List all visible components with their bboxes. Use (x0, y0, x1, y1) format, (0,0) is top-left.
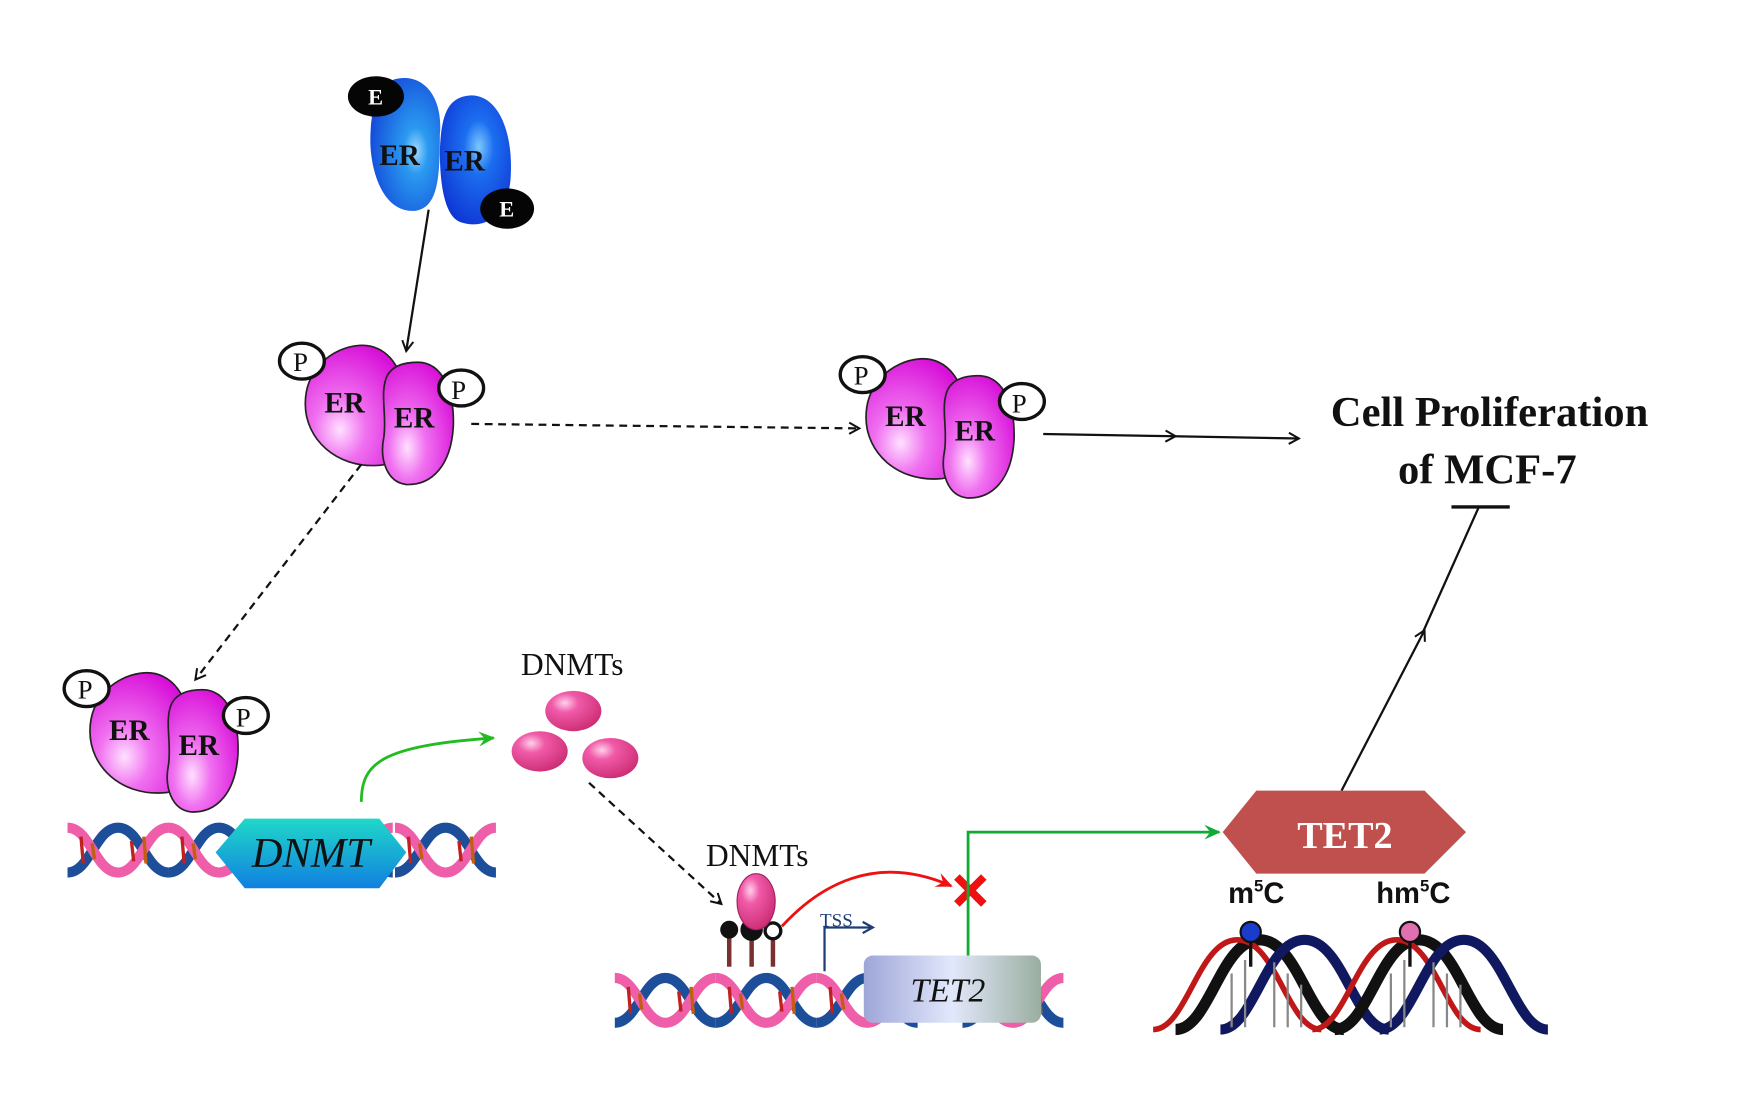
phosphate-mark (437, 368, 486, 408)
phosphate-mark (62, 668, 111, 709)
estrogen-label: E (499, 196, 514, 221)
er-label: ER (955, 416, 996, 448)
dnmts-bound-label: DNMTs (706, 838, 808, 873)
er-label: ER (109, 715, 150, 747)
outcome-line-1: Cell Proliferation (1331, 389, 1649, 436)
phosphate-label: P (854, 361, 869, 391)
tet2-protein-label: TET2 (1297, 815, 1392, 857)
hm5c-label: hm5C (1376, 877, 1450, 910)
m5c-ball (1239, 920, 1262, 944)
arrow-repression (780, 870, 953, 928)
tet2-gene-label: TET2 (911, 972, 986, 1009)
arrow-dashed (588, 781, 723, 906)
estrogen-ligand (480, 188, 535, 229)
arrow-dashed (471, 421, 862, 435)
phosphate-mark (277, 341, 327, 381)
er-subunit-right (942, 374, 1015, 499)
estrogen-label: E (368, 84, 383, 109)
phosphate-label: P (78, 675, 93, 705)
dnmts-free: DNMTs (511, 647, 639, 779)
er-subunit-right (381, 361, 455, 486)
tet2-protein: TET2 (1222, 790, 1467, 874)
arrow-activation-to-outcome (1043, 429, 1301, 445)
arrow-expression (359, 731, 496, 802)
arrow-activation (401, 209, 430, 354)
dnmt-gene-box (215, 818, 407, 889)
phosphate-label: P (451, 375, 466, 405)
er-label: ER (444, 145, 485, 177)
phosphate-mark (221, 695, 270, 736)
dnmt-gene-dna: DNMT (68, 818, 496, 889)
phosphate-label: P (1012, 389, 1027, 419)
dnmt-protein (545, 690, 602, 732)
tet2-gene-box (863, 955, 1041, 1023)
er-label: ER (179, 730, 220, 762)
unmethylated-cpg (763, 921, 783, 941)
m5c-label: m5C (1228, 877, 1284, 910)
tss-label: TSS (820, 910, 853, 931)
hm5c-ball (1398, 920, 1422, 944)
outcome-label: Cell Proliferation of MCF-7 (1331, 389, 1649, 493)
arrow-inhibition-to-outcome (1340, 505, 1510, 792)
dnmts-label: DNMTs (521, 647, 623, 682)
dnmt-protein (511, 731, 568, 772)
er-phospho-dimer-2: ER ER P P (838, 354, 1047, 499)
methylated-cpg (720, 920, 739, 939)
dnmt-protein (582, 737, 639, 779)
dnmt-protein-bound (736, 873, 776, 931)
tet2-gene-dna: DNMTs TSS TET2 (615, 838, 1064, 1023)
er-label: ER (394, 402, 435, 434)
methylation-sites (720, 918, 783, 967)
er-label: ER (885, 401, 926, 433)
dnmt-gene-label: DNMT (251, 830, 374, 877)
tss-marker: TSS (820, 910, 873, 972)
tet2-protein-shape (1222, 790, 1467, 874)
blocked-x-icon (954, 874, 987, 907)
arrow-dashed (194, 463, 363, 682)
er-estrogen-dimer: ER ER E E (347, 76, 535, 229)
dna-helix (1153, 940, 1548, 1030)
arrow-expression (966, 824, 1221, 956)
phosphate-label: P (236, 703, 251, 733)
methylation-state-dna: m5C hm5C (1153, 877, 1548, 1030)
phosphate-mark (838, 354, 887, 395)
estrogen-ligand (347, 76, 404, 117)
er-label: ER (324, 388, 365, 420)
er-phospho-dimer-3: ER ER P P (62, 668, 270, 813)
er-label: ER (379, 140, 420, 172)
phosphate-label: P (293, 347, 308, 377)
phosphate-mark (997, 381, 1047, 422)
er-subunit-right (166, 688, 239, 813)
er-phospho-dimer-1: ER ER P P (277, 341, 486, 486)
outcome-line-2: of MCF-7 (1398, 446, 1577, 493)
